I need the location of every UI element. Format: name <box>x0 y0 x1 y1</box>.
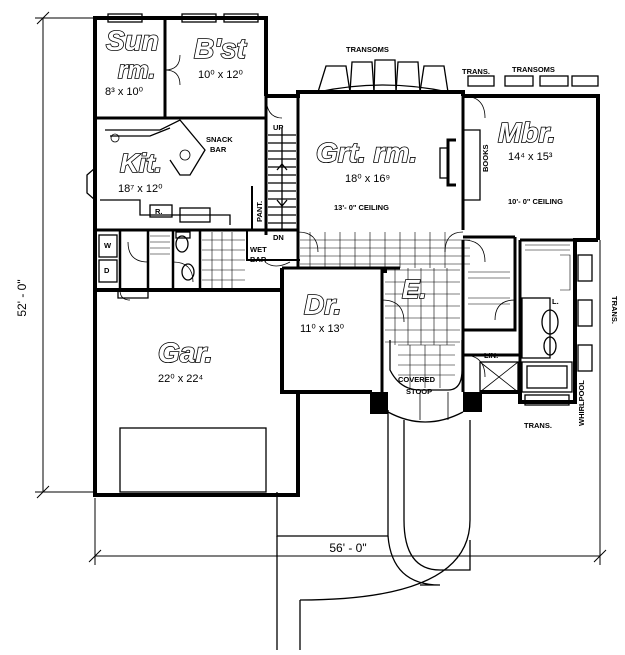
room-size-dr: 11⁰ x 13⁰ <box>300 323 345 335</box>
width-dimension-label: 56' - 0" <box>329 541 366 555</box>
room-name-grt: Grt. rm. <box>316 137 417 168</box>
room-name-bist: B'st <box>194 33 247 64</box>
label-trans-mbr: TRANS. <box>462 67 490 76</box>
label-whirlpool: WHIRLPOOL <box>577 380 586 426</box>
label-snack-bar-2: BAR <box>210 145 227 154</box>
room-name-sun-2: rm. <box>118 57 155 84</box>
room-size-grt: 18⁰ x 16⁹ <box>345 173 390 185</box>
label-snack-bar-1: SNACK <box>206 135 233 144</box>
room-ceiling-grt: 13'- 0" CEILING <box>334 203 389 212</box>
room-size-gar: 22⁰ x 22⁴ <box>158 373 203 385</box>
label-covered-stoop-2: STOOP <box>406 387 432 396</box>
room-name-dr: Dr. <box>304 289 341 320</box>
room-labels: Sun rm. 8³ x 10⁰ B'st 10⁰ x 12⁰ Kit. 18⁷… <box>105 24 563 385</box>
label-trans-bath: TRANS. <box>524 421 552 430</box>
label-refrigerator: R. <box>155 207 163 216</box>
room-name-sun: Sun <box>106 25 159 56</box>
label-dryer: D <box>104 266 110 275</box>
label-transoms-mbr: TRANSOMS <box>512 65 555 74</box>
label-up: UP <box>273 123 283 132</box>
label-linen: LIN. <box>484 351 498 360</box>
label-wet-bar-2: BAR <box>250 255 267 264</box>
label-wet-bar-1: WET <box>250 245 267 254</box>
label-washer: W <box>104 241 112 250</box>
room-size-sun: 8³ x 10⁰ <box>105 86 144 98</box>
driveway <box>276 410 471 650</box>
room-ceiling-mbr: 10'- 0" CEILING <box>508 197 563 206</box>
label-trans-side: TRANS. <box>610 296 619 324</box>
room-name-entry: E. <box>402 274 427 304</box>
room-size-kit: 18⁷ x 12⁰ <box>118 183 163 195</box>
depth-dimension: 52' - 0" <box>15 11 95 499</box>
exterior-walls <box>93 16 600 497</box>
room-name-mbr: Mbr. <box>498 117 556 148</box>
transom-windows <box>86 13 599 406</box>
depth-dimension-label: 52' - 0" <box>15 279 29 316</box>
label-transoms-top: TRANSOMS <box>346 45 389 54</box>
room-size-bist: 10⁰ x 12⁰ <box>198 69 243 81</box>
label-covered-stoop-1: COVERED <box>398 375 436 384</box>
label-pantry: PANT. <box>255 201 264 222</box>
width-dimension: 56' - 0" <box>88 240 607 565</box>
room-name-kit: Kit. <box>120 148 162 178</box>
interior-walls <box>95 18 575 400</box>
room-name-gar: Gar. <box>158 337 212 368</box>
label-dn: DN <box>273 233 284 242</box>
label-books: BOOKS <box>481 144 490 172</box>
tile-grid <box>202 232 470 388</box>
room-size-mbr: 14⁴ x 15³ <box>508 151 553 163</box>
annotations: TRANSOMS TRANS. TRANSOMS SNACK BAR UP DN… <box>104 45 619 430</box>
label-linen-mbr: L. <box>552 297 559 306</box>
fixtures <box>98 119 573 493</box>
